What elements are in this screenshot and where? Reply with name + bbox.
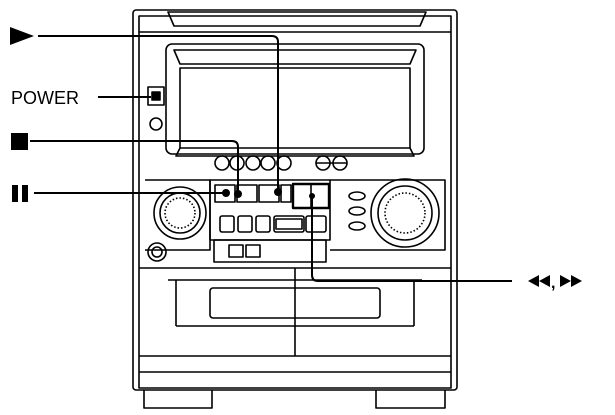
rew-ff-leader-line — [311, 196, 512, 282]
power-label: POWER — [11, 88, 79, 108]
rewind-icon — [528, 275, 550, 287]
left-knob[interactable] — [153, 186, 207, 240]
stop-leader-line — [30, 140, 239, 192]
fast-forward-icon — [560, 275, 582, 287]
disc-buttons-row — [214, 155, 348, 171]
pause-icon — [12, 185, 28, 202]
play-icon — [10, 27, 34, 45]
function-buttons[interactable] — [219, 215, 327, 233]
unit-feet — [143, 390, 446, 409]
unit-casing — [132, 9, 458, 391]
cassette-decks — [139, 267, 451, 373]
pause-leader-dot — [222, 189, 230, 197]
right-knob[interactable] — [370, 178, 440, 248]
stop-icon — [11, 133, 28, 150]
headphone-jack — [147, 242, 167, 262]
oval-buttons[interactable] — [348, 191, 366, 231]
power-indicator — [149, 117, 163, 131]
rew-ff-leader-dot — [309, 193, 315, 199]
play-leader-line — [38, 35, 279, 190]
cassette-strip — [213, 239, 327, 263]
play-leader-dot — [274, 188, 282, 196]
stop-leader-dot — [234, 190, 242, 198]
rewind-ff-separator: , — [551, 275, 555, 292]
cd-compartment — [165, 43, 425, 157]
